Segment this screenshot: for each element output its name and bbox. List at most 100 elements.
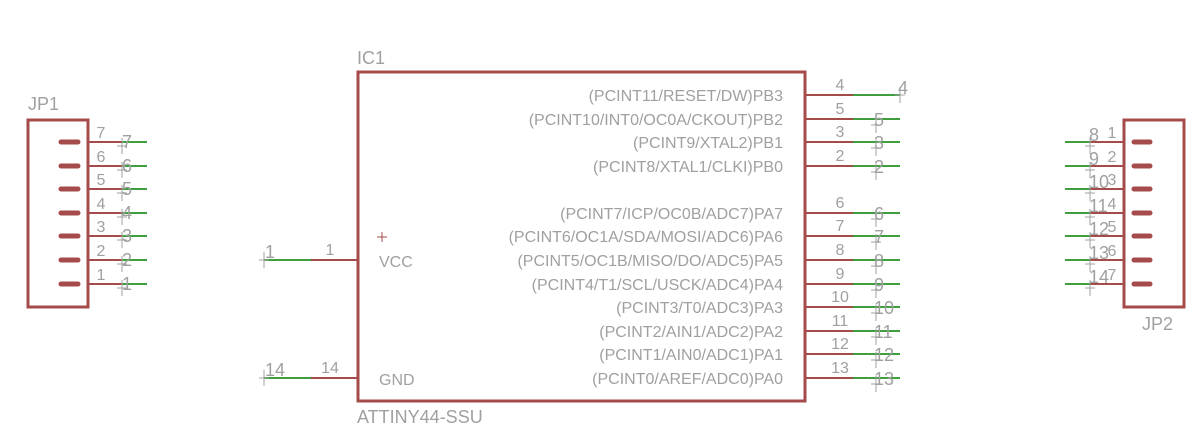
- net-label: 13: [1089, 243, 1109, 263]
- ic1-origin-icon: [377, 232, 387, 242]
- pin-pad-number: 11: [832, 313, 849, 330]
- pin-pad-number: 14: [321, 360, 339, 377]
- jp2-pin[interactable]: 136: [1065, 243, 1153, 272]
- net-label: 12: [874, 345, 894, 365]
- net-origin-icon: [117, 280, 127, 296]
- pin-pad-number: 1: [1108, 125, 1117, 142]
- pin-pad-number: 2: [97, 243, 106, 260]
- net-label: 7: [122, 132, 132, 152]
- pin-pad-number: 7: [97, 125, 106, 142]
- pin-pad-number: 1: [326, 242, 335, 259]
- net-origin-icon: [1085, 209, 1095, 225]
- net-label: 2: [122, 250, 132, 270]
- pin-label: (PCINT5/OC1B/MISO/DO/ADC5)PA5: [517, 253, 783, 270]
- net-label: 4: [122, 203, 132, 223]
- jp2-pin[interactable]: 103: [1065, 172, 1153, 201]
- net-label: 10: [1089, 172, 1109, 192]
- net-origin-icon: [871, 234, 881, 250]
- pin-label: (PCINT1/AIN0/ADC1)PA1: [599, 347, 783, 364]
- pin-label: (PCINT0/AREF/ADC0)PA0: [592, 371, 783, 388]
- net-label: 6: [122, 156, 132, 176]
- jp2-pin[interactable]: 147: [1065, 267, 1153, 296]
- net-origin-icon: [871, 140, 881, 156]
- pin-pad-number: 7: [1108, 267, 1117, 284]
- net-label: 5: [122, 179, 132, 199]
- net-label: 9: [874, 275, 884, 295]
- net-origin-icon: [117, 256, 127, 272]
- pin-pad-number: 12: [831, 336, 849, 353]
- pin-pad-number: 6: [836, 195, 845, 212]
- net-origin-icon: [117, 232, 127, 248]
- pin-pad-number: 5: [1108, 219, 1117, 236]
- net-label: 12: [1089, 219, 1109, 239]
- jp2-name: JP2: [1142, 314, 1173, 334]
- pin-label: (PCINT11/RESET/DW)PB3: [589, 88, 784, 105]
- ic1-pin[interactable]: (PCINT1/AIN0/ADC1)PA1 12 12: [599, 336, 900, 368]
- pin-pad-number: 5: [836, 101, 845, 118]
- pin-pad-number: 6: [1108, 243, 1117, 260]
- net-origin-icon: [871, 211, 881, 227]
- jp2-pin[interactable]: 125: [1065, 219, 1153, 248]
- net-origin-icon: [117, 162, 127, 178]
- ic1-value: ATTINY44-SSU: [357, 407, 483, 427]
- ic1-pin[interactable]: (PCINT9/XTAL2)PB1 3 3: [633, 124, 900, 156]
- net-label: 11: [874, 322, 893, 342]
- pin-label: (PCINT3/T0/ADC3)PA3: [616, 300, 783, 317]
- ic1-name: IC1: [357, 48, 385, 68]
- pin-pad-number: 3: [836, 124, 845, 141]
- net-origin-icon: [871, 329, 881, 345]
- net-label: 11: [1089, 196, 1108, 216]
- net-origin-icon: [117, 138, 127, 154]
- pin-pad-number: 8: [836, 242, 845, 259]
- net-origin-icon: [895, 87, 905, 103]
- net-origin-icon: [871, 352, 881, 368]
- pin-pad-number: 1: [97, 267, 106, 284]
- net-origin-icon: [871, 164, 881, 180]
- net-label: 3: [874, 133, 884, 153]
- net-label: 4: [898, 78, 908, 98]
- pin-label: (PCINT9/XTAL2)PB1: [633, 135, 783, 152]
- pin-pad-number: 2: [836, 148, 845, 165]
- net-label: 6: [874, 204, 884, 224]
- net-label: 5: [874, 110, 884, 130]
- pin-label: GND: [379, 372, 415, 389]
- net-origin-icon: [1085, 138, 1095, 154]
- net-origin-icon: [871, 117, 881, 133]
- net-label: 13: [874, 369, 894, 389]
- pin-label: (PCINT4/T1/SCL/USCK/ADC4)PA4: [532, 277, 783, 294]
- pin-label: (PCINT8/XTAL1/CLKI)PB0: [593, 159, 783, 176]
- net-label: 9: [1089, 149, 1099, 169]
- net-origin-icon: [1085, 162, 1095, 178]
- net-origin-icon: [871, 305, 881, 321]
- pin-label: (PCINT7/ICP/OC0B/ADC7)PA7: [560, 206, 783, 223]
- net-origin-icon: [871, 376, 881, 392]
- ic1-pin[interactable]: (PCINT7/ICP/OC0B/ADC7)PA7 6 6: [560, 195, 900, 227]
- net-origin-icon: [1085, 185, 1095, 201]
- net-label: 1: [122, 274, 132, 294]
